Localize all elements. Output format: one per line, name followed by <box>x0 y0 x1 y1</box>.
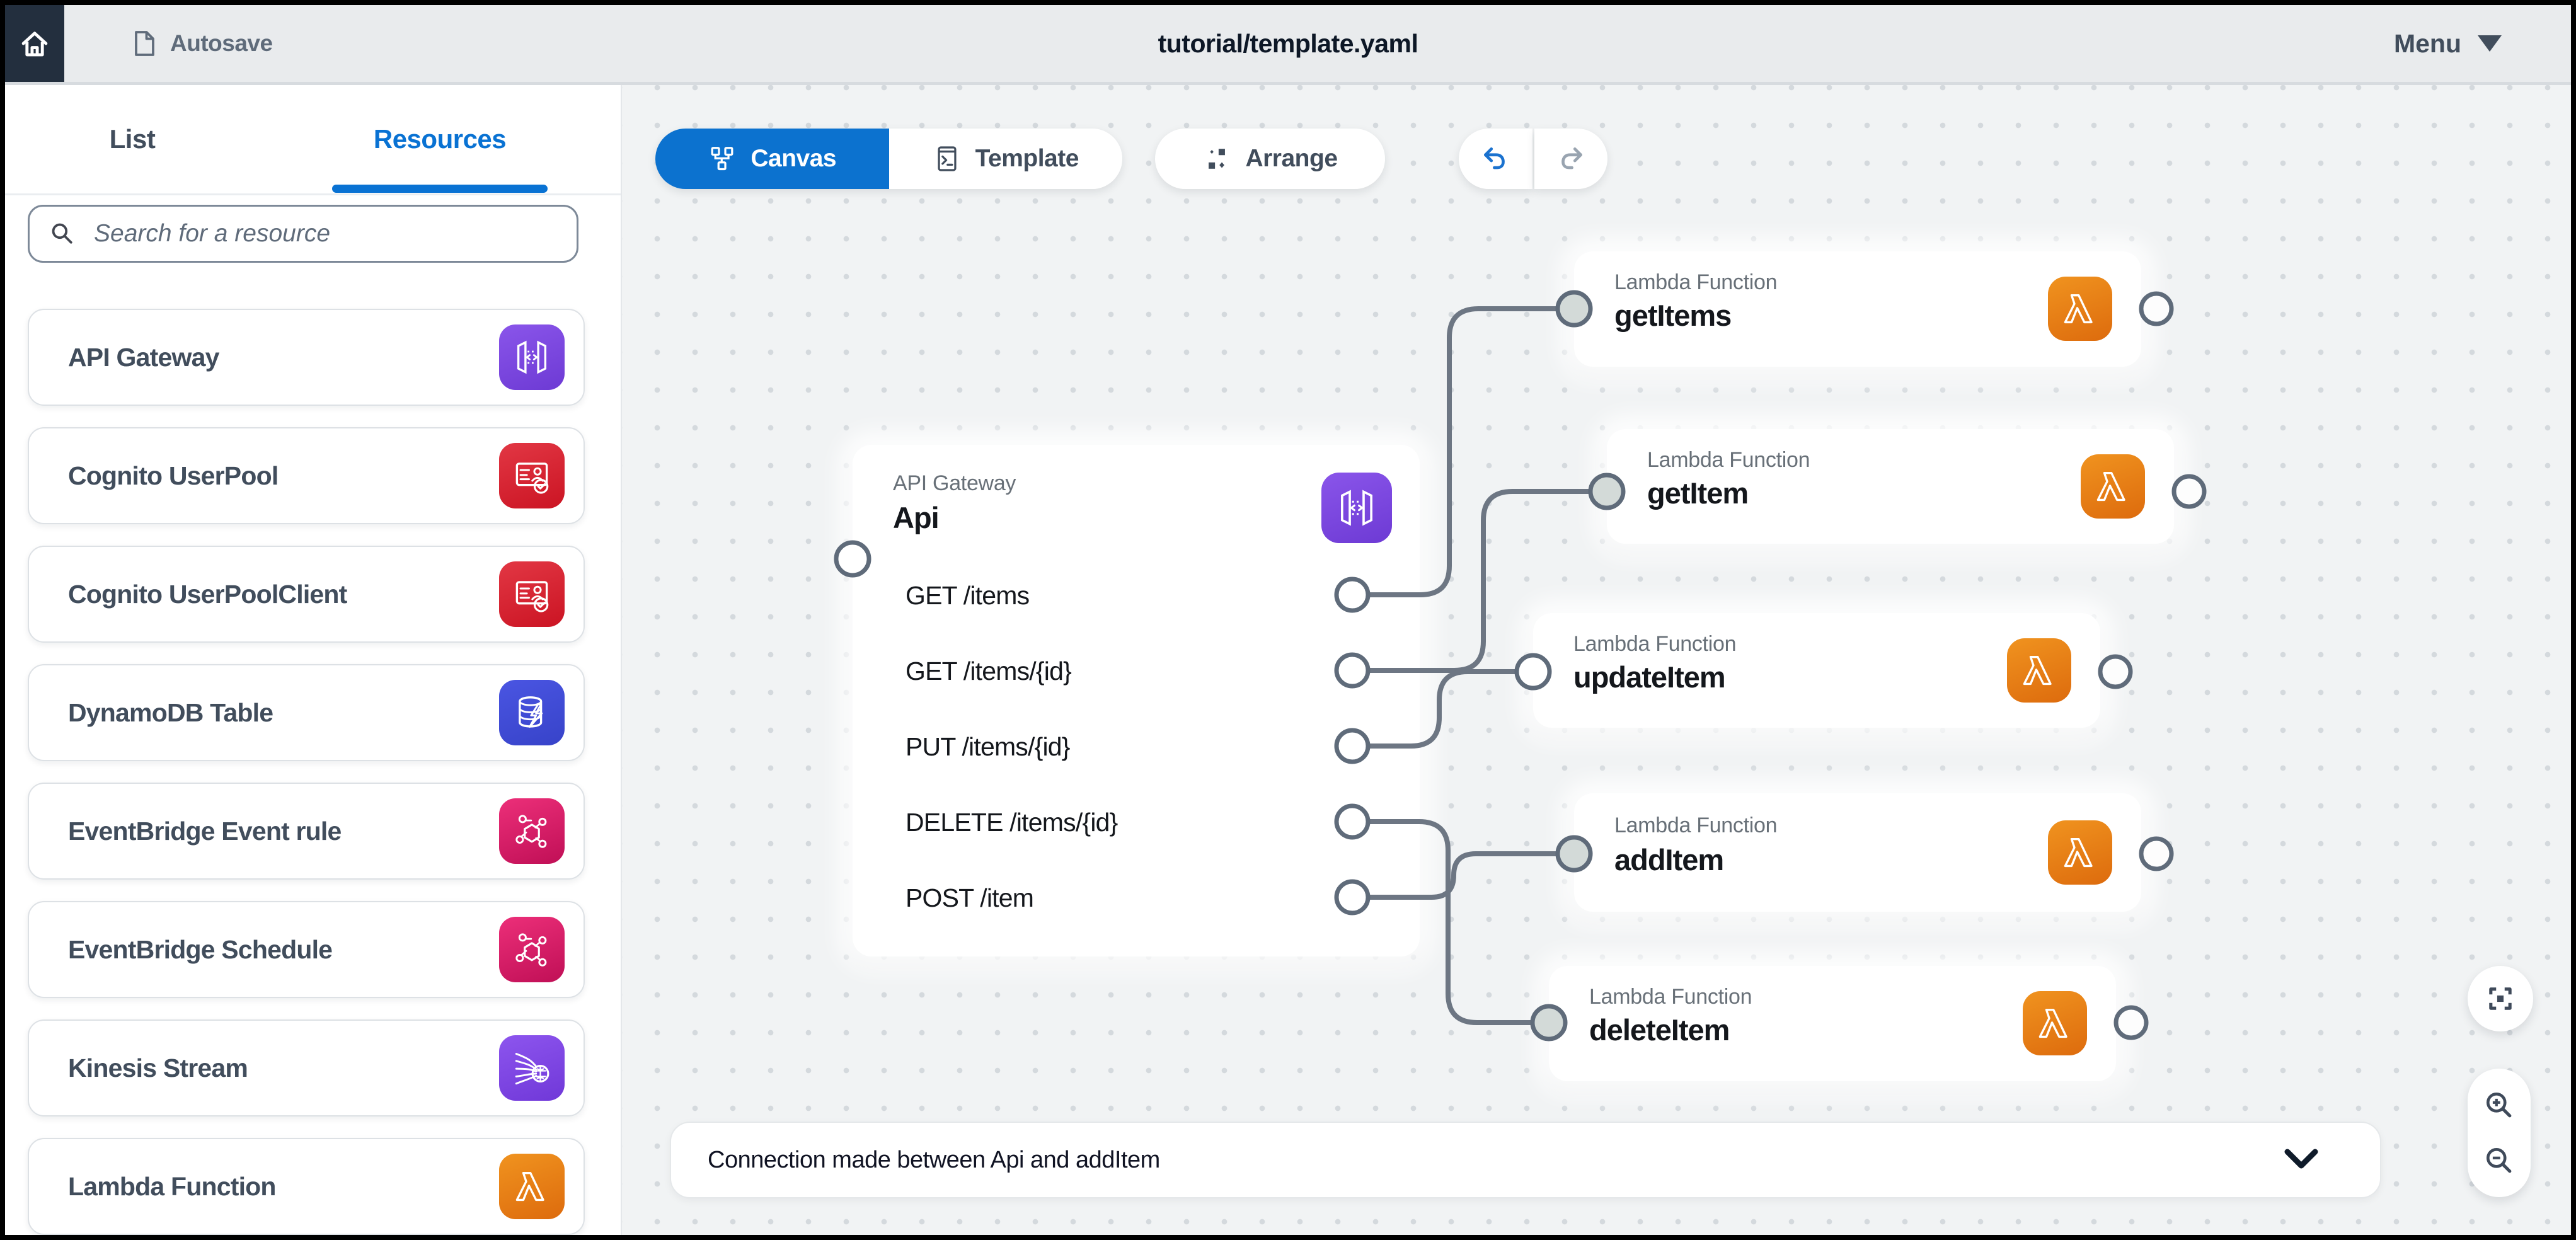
active-tab-indicator <box>332 185 548 193</box>
node-getitem[interactable]: Lambda Function getItem <box>1607 429 2174 544</box>
resource-item-lambda-function[interactable]: Lambda Function <box>28 1138 585 1235</box>
lambda-icon <box>2048 277 2112 341</box>
eventbridge-icon <box>499 917 565 982</box>
port-additem-out[interactable] <box>2141 839 2171 869</box>
port-getitem-out[interactable] <box>2174 476 2204 507</box>
zoom-in-icon <box>2482 1088 2516 1122</box>
zoom-out-button[interactable] <box>2477 1139 2521 1183</box>
fit-view-button[interactable] <box>2468 966 2533 1031</box>
resource-item-cognito-userpoolclient[interactable]: Cognito UserPoolClient <box>28 546 585 643</box>
arrange-button[interactable]: Arrange <box>1155 129 1385 189</box>
port-additem-in[interactable] <box>1558 837 1590 870</box>
port-route-post-item[interactable] <box>1337 881 1368 913</box>
lambda-icon <box>2023 991 2087 1055</box>
resource-item-dynamodb-table[interactable]: DynamoDB Table <box>28 664 585 761</box>
api-gateway-icon <box>499 324 565 390</box>
node-deleteitem[interactable]: Lambda Function deleteItem <box>1549 966 2116 1081</box>
panel-tabs: List Resources <box>5 85 621 195</box>
lambda-icon <box>2081 454 2145 519</box>
document-title: tutorial/template.yaml <box>5 5 2571 82</box>
chevron-down-icon <box>2478 35 2502 52</box>
node-getitems[interactable]: Lambda Function getItems <box>1574 251 2141 367</box>
port-route-put-items-id[interactable] <box>1337 730 1368 762</box>
port-deleteitem-in[interactable] <box>1532 1006 1565 1039</box>
top-bar: Autosave tutorial/template.yaml Menu <box>5 5 2571 85</box>
lambda-icon <box>2048 820 2112 885</box>
route-post-item[interactable]: POST /item <box>906 883 1033 913</box>
port-route-get-items-id[interactable] <box>1337 655 1368 686</box>
redo-icon <box>1555 143 1587 175</box>
zoom-in-button[interactable] <box>2477 1083 2521 1127</box>
zoom-out-icon <box>2482 1144 2516 1178</box>
port-getitems-out[interactable] <box>2141 294 2171 324</box>
notification-text: Connection made between Api and addItem <box>708 1147 1160 1174</box>
chevron-down-icon[interactable] <box>2283 1145 2320 1173</box>
resource-item-api-gateway[interactable]: API Gateway <box>28 309 585 406</box>
arrange-icon <box>1202 144 1231 173</box>
port-getitem-in[interactable] <box>1590 475 1623 508</box>
tab-resources[interactable]: Resources <box>326 85 553 193</box>
resource-item-eventbridge-event-rule[interactable]: EventBridge Event rule <box>28 783 585 880</box>
resource-item-kinesis-stream[interactable]: Kinesis Stream <box>28 1019 585 1117</box>
tab-template[interactable]: Template <box>889 129 1123 189</box>
canvas-icon <box>708 144 737 173</box>
resource-search[interactable] <box>28 205 578 263</box>
node-updateitem[interactable]: Lambda Function updateItem <box>1533 613 2100 728</box>
resource-item-eventbridge-schedule[interactable]: EventBridge Schedule <box>28 901 585 998</box>
node-additem[interactable]: Lambda Function addItem <box>1574 793 2141 912</box>
redo-button[interactable] <box>1534 129 1608 189</box>
undo-icon <box>1480 143 1511 175</box>
cognito-userpool-icon <box>499 561 565 627</box>
route-delete-items-id[interactable]: DELETE /items/{id} <box>906 808 1118 837</box>
port-updateitem-out[interactable] <box>2100 657 2130 687</box>
undo-button[interactable] <box>1459 129 1532 189</box>
port-deleteitem-out[interactable] <box>2116 1008 2146 1038</box>
route-get-items[interactable]: GET /items <box>906 581 1029 611</box>
eventbridge-icon <box>499 798 565 864</box>
template-icon <box>933 144 962 173</box>
zoom-controls <box>2468 1069 2531 1197</box>
resource-panel: List Resources API Gateway <box>5 85 622 1235</box>
port-route-get-items[interactable] <box>1337 579 1368 611</box>
dynamodb-icon <box>499 680 565 745</box>
search-icon <box>49 220 76 248</box>
fit-view-icon <box>2483 982 2517 1016</box>
port-updateitem-in[interactable] <box>1517 655 1550 688</box>
search-input[interactable] <box>93 219 558 248</box>
port-getitems-in[interactable] <box>1558 292 1590 325</box>
notification-bar[interactable]: Connection made between Api and addItem <box>670 1122 2381 1198</box>
route-get-items-id[interactable]: GET /items/{id} <box>906 657 1071 686</box>
canvas-surface[interactable]: Canvas Template Arrange <box>622 85 2571 1235</box>
menu-button[interactable]: Menu <box>2394 5 2502 82</box>
kinesis-icon <box>499 1035 565 1101</box>
port-route-delete-items-id[interactable] <box>1337 806 1368 837</box>
port-api-input[interactable] <box>836 542 869 575</box>
history-controls <box>1459 129 1607 189</box>
route-put-items-id[interactable]: PUT /items/{id} <box>906 732 1070 762</box>
tab-list[interactable]: List <box>63 85 202 193</box>
resource-item-cognito-userpool[interactable]: Cognito UserPool <box>28 427 585 524</box>
lambda-icon <box>499 1154 565 1219</box>
lambda-icon <box>2007 638 2071 703</box>
menu-label: Menu <box>2394 29 2461 59</box>
tab-canvas[interactable]: Canvas <box>655 129 889 189</box>
cognito-userpool-icon <box>499 443 565 508</box>
node-api[interactable]: API Gateway Api GET /items GET /items/{i… <box>853 445 1420 956</box>
api-gateway-icon <box>1321 473 1392 543</box>
view-toggle: Canvas Template <box>655 129 1122 189</box>
